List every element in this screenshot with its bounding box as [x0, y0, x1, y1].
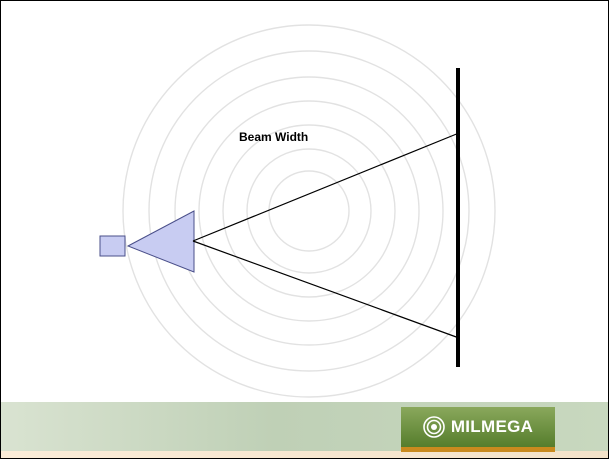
concentric-rings-icon	[423, 416, 445, 438]
beam-lower-line	[192, 240, 460, 339]
antenna-horn	[126, 210, 195, 273]
logo-text: MILMEGA	[450, 417, 534, 436]
antenna-box	[99, 235, 126, 257]
beam-upper-line	[192, 132, 460, 242]
milmega-logo: MILMEGA	[401, 407, 555, 447]
footer-line	[1, 451, 608, 458]
beam-width-label: Beam Width	[239, 130, 309, 144]
logo-underline	[401, 447, 555, 452]
watermark-rings	[122, 24, 496, 398]
